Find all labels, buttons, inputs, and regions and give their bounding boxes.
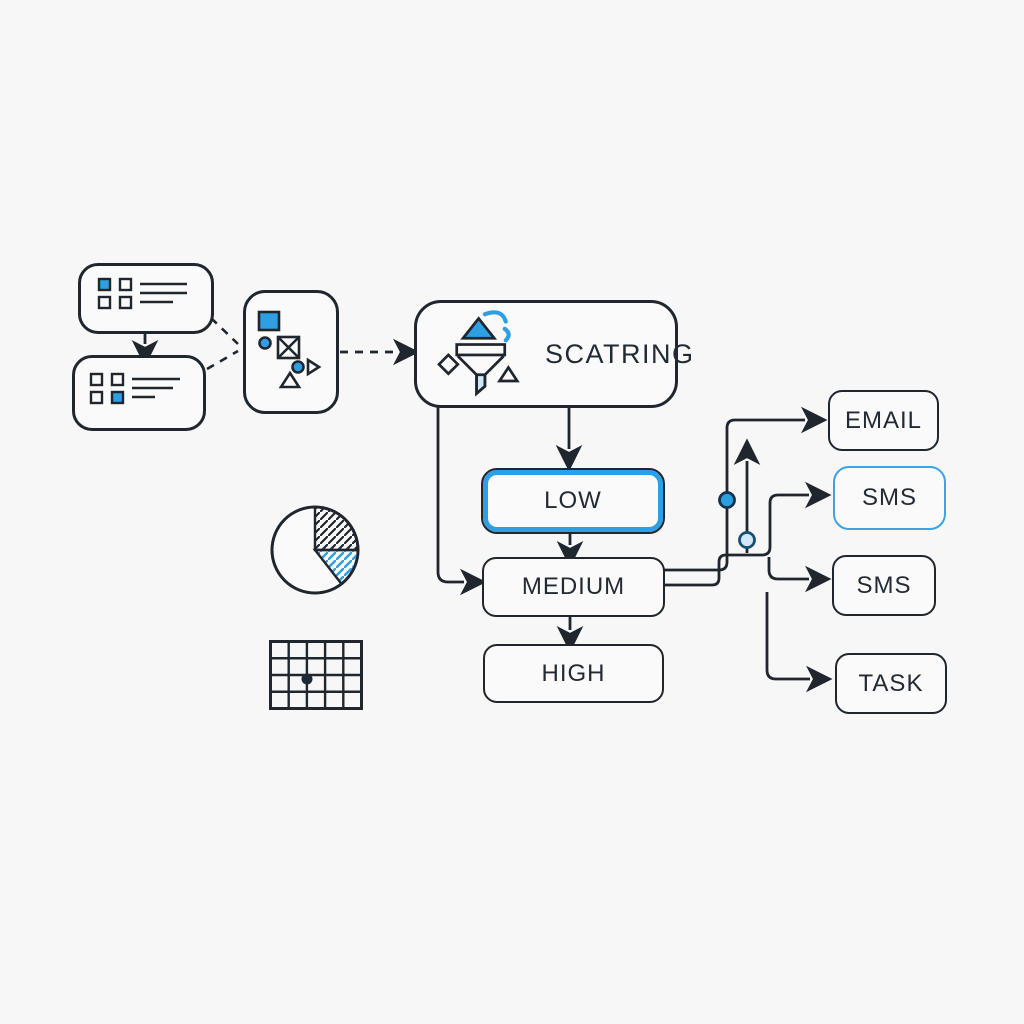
action-label: TASK [858,669,924,697]
level-label: MEDIUM [521,573,626,600]
action-node-sms-highlighted: SMS [833,466,946,530]
level-node-low: LOW [481,468,665,534]
scoring-label: SCATRING [545,338,695,369]
arrow-scoring-to-medium [436,402,487,596]
list-card-icon [97,277,187,310]
action-node-email: EMAIL [828,390,939,451]
scoring-node: SCATRING [414,300,693,408]
light-blue-dot [738,531,756,549]
level-node-high: HIGH [483,644,664,703]
funnel-icon [417,306,545,402]
pie-chart-icon [270,505,360,595]
arrow-medium-to-sms1 [661,481,832,587]
arrow-branch-to-task [765,592,833,693]
dashed-links-to-scatter [206,317,239,371]
action-label: SMS [856,571,912,599]
arrow-branch-to-sms2 [767,557,832,593]
source-card-bottom [72,355,206,431]
arrow-medium-to-email [661,406,828,572]
scatter-box [243,290,339,414]
source-card-top [78,263,214,334]
level-label: HIGH [541,659,606,687]
solid-blue-dot [718,491,736,509]
action-node-task: TASK [835,653,947,714]
level-label: LOW [544,487,602,514]
action-label: SMS [861,484,917,511]
grid-dot-icon [269,640,363,710]
list-card-icon [89,372,180,405]
scatter-shapes-icon [257,310,322,389]
action-label: EMAIL [844,406,923,434]
level-node-medium: MEDIUM [482,557,665,617]
action-node-sms: SMS [832,555,936,616]
